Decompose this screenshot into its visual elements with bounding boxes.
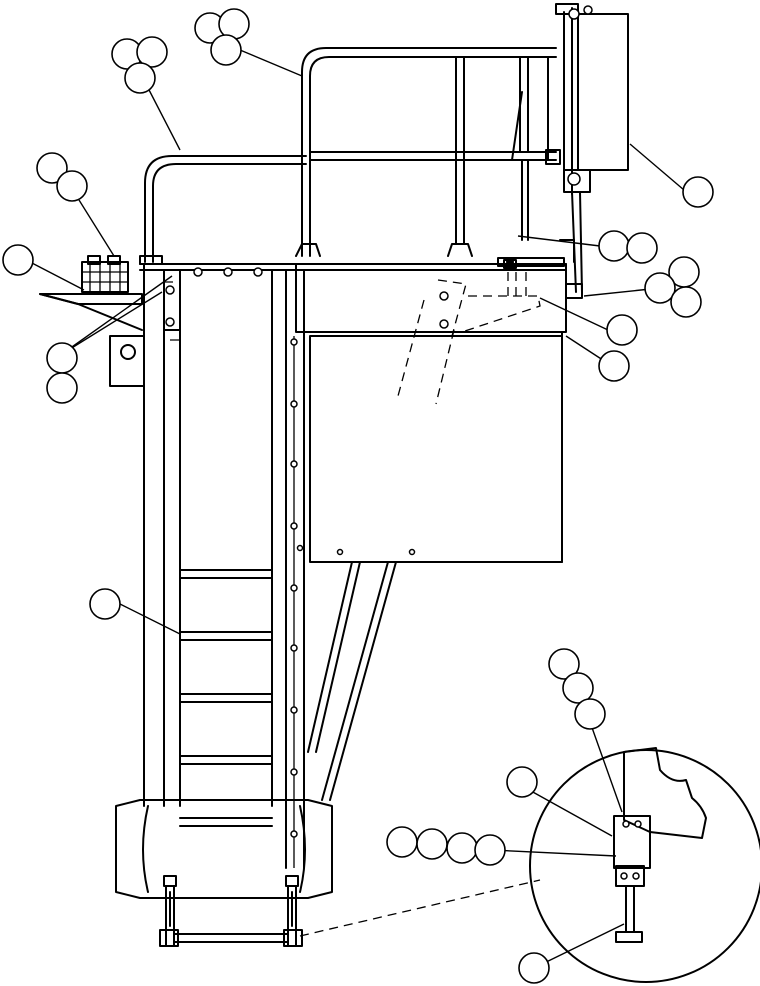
callout-balloon[interactable]	[474, 834, 506, 866]
ladder-stringers	[143, 263, 305, 869]
detail-reference-line	[299, 879, 541, 937]
callout-balloon[interactable]	[626, 232, 658, 264]
callout-balloon[interactable]	[606, 314, 638, 346]
callout-balloon[interactable]	[670, 286, 702, 318]
side-box	[555, 3, 629, 299]
mounting-clamp	[39, 255, 145, 387]
stringer-rivets	[290, 338, 304, 838]
callout-balloon[interactable]	[598, 230, 630, 262]
callout-balloon[interactable]	[89, 588, 121, 620]
callout-balloon[interactable]	[518, 952, 550, 984]
callout-balloon[interactable]	[446, 832, 478, 864]
platform-frame	[139, 257, 567, 405]
callout-balloon[interactable]	[46, 342, 78, 374]
detail-view	[529, 747, 760, 983]
callout-balloon[interactable]	[210, 34, 242, 66]
side-panel	[307, 331, 563, 801]
leader-lines	[29, 49, 685, 969]
callout-balloon[interactable]	[124, 62, 156, 94]
upper-handrail	[295, 47, 561, 257]
callout-balloon[interactable]	[46, 372, 78, 404]
callout-balloon[interactable]	[548, 648, 580, 680]
callout-balloon[interactable]	[136, 36, 168, 68]
callout-balloon[interactable]	[598, 350, 630, 382]
left-handrail	[139, 155, 307, 265]
callout-balloon[interactable]	[644, 272, 676, 304]
callout-balloon[interactable]	[506, 766, 538, 798]
callout-balloons	[2, 8, 714, 984]
bottom-step	[115, 799, 333, 947]
ladder-rungs	[179, 569, 273, 827]
callout-balloon[interactable]	[562, 672, 594, 704]
callout-balloon[interactable]	[574, 698, 606, 730]
callout-balloon[interactable]	[36, 152, 68, 184]
callout-balloon[interactable]	[682, 176, 714, 208]
callout-balloon[interactable]	[56, 170, 88, 202]
callout-balloon[interactable]	[2, 244, 34, 276]
callout-balloon[interactable]	[416, 828, 448, 860]
callout-balloon[interactable]	[386, 826, 418, 858]
